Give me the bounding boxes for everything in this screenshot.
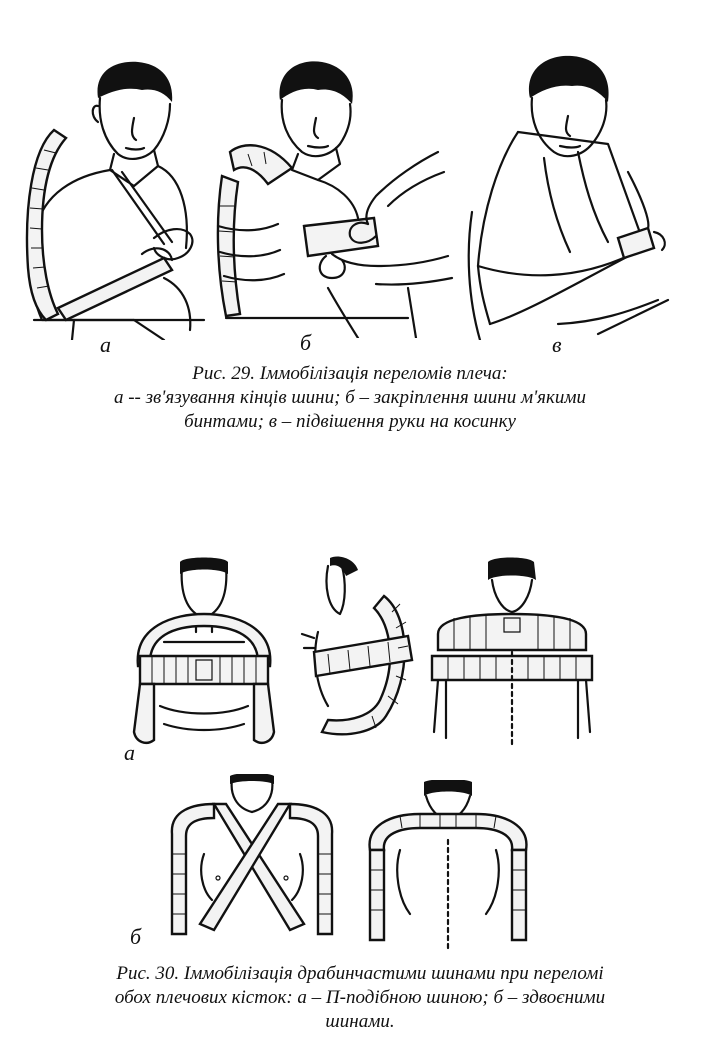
figure-30-label-b: б <box>130 924 142 949</box>
figure-29-caption-line-3: бинтами; в – підвішення руки на косинку <box>184 411 516 432</box>
figure-30-label-a: а <box>124 740 135 765</box>
figure-29-label-a: а <box>100 332 111 357</box>
figure-29-label-c: в <box>552 332 562 357</box>
figure-29-illustration-a <box>14 58 210 340</box>
figure-30-illustration-a-back <box>424 556 600 752</box>
figure-30-caption-line-2: обох плечових кісток: а – П-подібною шин… <box>114 987 606 1008</box>
figure-29-caption: Рис. 29. Іммобілізація переломів плеча: … <box>40 362 660 434</box>
figure-30-illustration-a-front <box>124 556 284 752</box>
figure-29-illustration-c <box>458 52 672 340</box>
figure-29-illustration-b <box>208 56 456 338</box>
figure-29-caption-line-1: Рис. 29. Іммобілізація переломів плеча: <box>192 363 508 384</box>
figure-30-illustration-b-front <box>164 774 340 950</box>
figure-30-illustration-a-side <box>288 556 418 752</box>
figure-30-caption-line-1: Рис. 30. Іммобілізація драбинчастими шин… <box>116 963 604 984</box>
figure-30-caption-line-3: шинами. <box>325 1011 395 1032</box>
figure-30-illustration-b-back <box>360 780 536 952</box>
figure-29-caption-line-2: а -- зв'язування кінців шини; б – закріп… <box>113 387 586 408</box>
figure-29-label-b: б <box>300 330 312 355</box>
figure-30-caption: Рис. 30. Іммобілізація драбинчастими шин… <box>30 962 690 1034</box>
